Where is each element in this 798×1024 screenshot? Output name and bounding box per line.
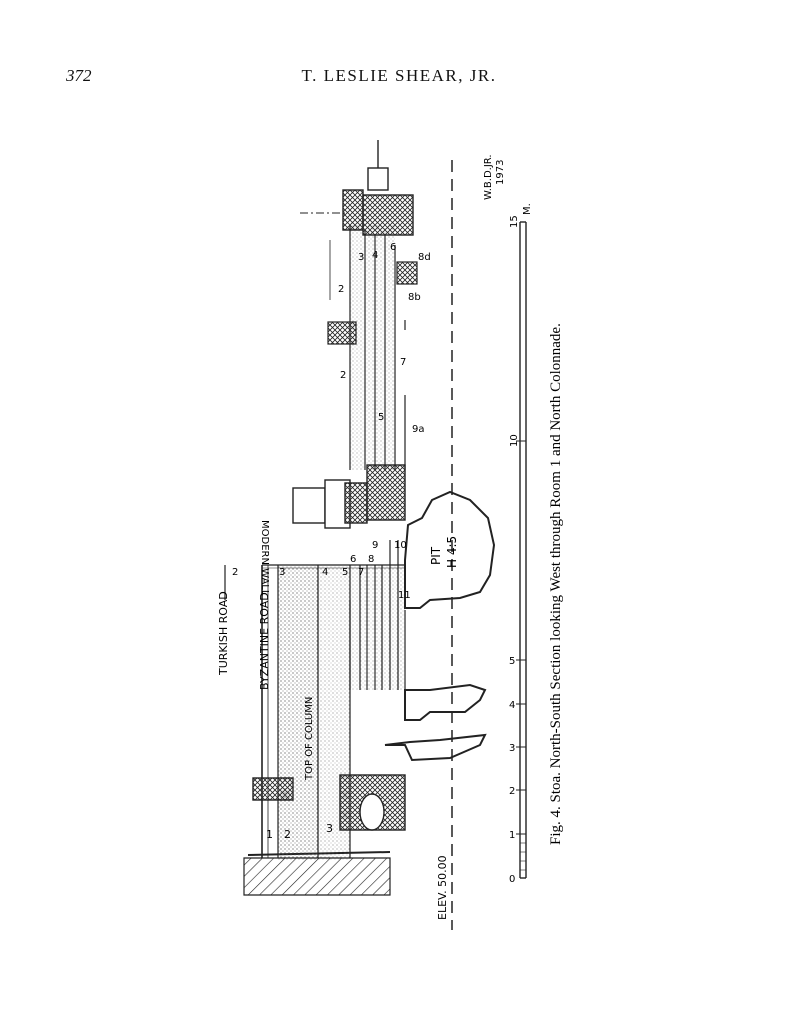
layer-numbers-left: 1 2 3	[266, 822, 333, 841]
label-byzantine-road: BYZANTINE ROAD	[258, 592, 271, 690]
section-labels: TURKISH ROAD BYZANTINE ROAD TOP OF COLUM…	[217, 154, 506, 920]
layer-number: 3	[279, 567, 285, 578]
running-head: T. LESLIE SHEAR, JR.	[301, 66, 497, 85]
layer-number: 9a	[412, 424, 425, 435]
layer-number: 6	[390, 242, 396, 253]
scale-tick-label: 1	[509, 830, 515, 841]
layer-number: 2	[232, 567, 238, 578]
layer-number: 10	[394, 540, 407, 551]
scale-tick-label: 2	[509, 786, 515, 797]
label-elevation: ELEV. 50.00	[436, 855, 449, 920]
page-header: 372 T. LESLIE SHEAR, JR.	[0, 58, 798, 88]
mid-strata	[224, 540, 406, 690]
label-pit-id: H 4:5	[445, 536, 459, 568]
label-modern-wall: MODERN WALL	[259, 520, 270, 596]
layer-number: 2	[284, 828, 291, 841]
page-number: 372	[66, 66, 92, 85]
layer-number: 8d	[418, 252, 431, 263]
layer-number: 8b	[408, 292, 421, 303]
pit-outline	[384, 490, 496, 762]
scale-tick-label: 5	[509, 656, 515, 667]
label-turkish-road: TURKISH ROAD	[217, 591, 230, 676]
modern-wall-blocks	[292, 140, 418, 529]
layer-number: 11	[398, 590, 411, 601]
layer-number: 6	[350, 554, 356, 565]
label-top-of-column: TOP OF COLUMN	[304, 697, 315, 781]
scale-bar: 0 1 2 3 4 5 10 15 M.	[509, 203, 533, 885]
layer-number: 7	[400, 357, 406, 368]
layer-number: 4	[322, 567, 328, 578]
layer-number: 8	[368, 554, 374, 565]
label-year: 1973	[495, 160, 506, 185]
layer-number: 3	[326, 822, 333, 835]
scale-tick-label: 15	[509, 215, 520, 228]
right-strata	[329, 225, 406, 470]
layer-number: 2	[338, 284, 344, 295]
layer-number: 3	[358, 252, 364, 263]
layer-number: 5	[342, 567, 348, 578]
layer-numbers-mid: 2 3 4 5 6 7 8 9 10 11	[232, 540, 411, 601]
figure-caption: Fig. 4. Stoa. North-South Section lookin…	[548, 323, 564, 845]
layer-number: 9	[372, 540, 378, 551]
layer-number: 5	[378, 412, 384, 423]
label-credit: W.B.D.JR.	[483, 154, 494, 200]
scale-unit: M.	[522, 203, 533, 215]
scale-tick-label: 4	[509, 700, 515, 711]
layer-number: 1	[266, 828, 273, 841]
scale-tick-label: 3	[509, 743, 515, 754]
layer-number: 4	[372, 250, 378, 261]
label-pit: PIT	[429, 546, 443, 565]
column-foundation	[252, 774, 406, 831]
layer-number: 2	[340, 370, 346, 381]
layer-number: 7	[358, 567, 364, 578]
scale-tick-label: 0	[509, 874, 515, 885]
scale-tick-label: 10	[509, 434, 520, 447]
layer-numbers-right: 2 2 3 4 5 6 7 8b 8d 9a	[338, 242, 431, 435]
